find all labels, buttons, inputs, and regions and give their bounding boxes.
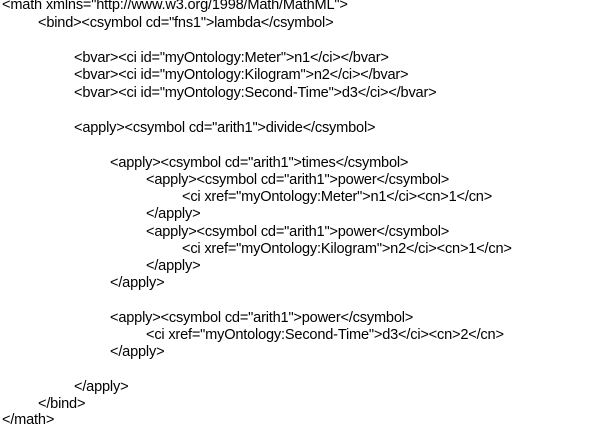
code-line: </apply> [110, 344, 165, 360]
code-line: </apply> [110, 275, 165, 291]
code-line: <bvar><ci id="myOntology:Meter">n1</ci><… [74, 50, 389, 66]
code-line: <ci xref="myOntology:Kilogram">n2</ci><c… [182, 241, 512, 257]
code-line: <bind><csymbol cd="fns1">lambda</csymbol… [38, 15, 334, 31]
code-line: <bvar><ci id="myOntology:Kilogram">n2</c… [74, 67, 409, 83]
code-line: </math> [2, 412, 55, 428]
code-line: </apply> [146, 258, 201, 274]
code-line: <ci xref="myOntology:Second-Time">d3</ci… [146, 327, 504, 343]
code-line: <apply><csymbol cd="arith1">times</csymb… [110, 155, 409, 171]
code-line: <apply><csymbol cd="arith1">power</csymb… [110, 310, 414, 326]
code-line: <ci xref="myOntology:Meter">n1</ci><cn>1… [182, 189, 493, 205]
code-line: <bvar><ci id="myOntology:Second-Time">d3… [74, 85, 437, 101]
code-line: <apply><csymbol cd="arith1">power</csymb… [146, 224, 450, 240]
code-line: <apply><csymbol cd="arith1">divide</csym… [74, 120, 376, 136]
code-line: </bind> [38, 396, 86, 412]
code-line: <apply><csymbol cd="arith1">power</csymb… [146, 172, 450, 188]
code-line: <math xmlns="http://www.w3.org/1998/Math… [2, 0, 348, 13]
code-line: </apply> [146, 206, 201, 222]
code-line: </apply> [74, 379, 129, 395]
